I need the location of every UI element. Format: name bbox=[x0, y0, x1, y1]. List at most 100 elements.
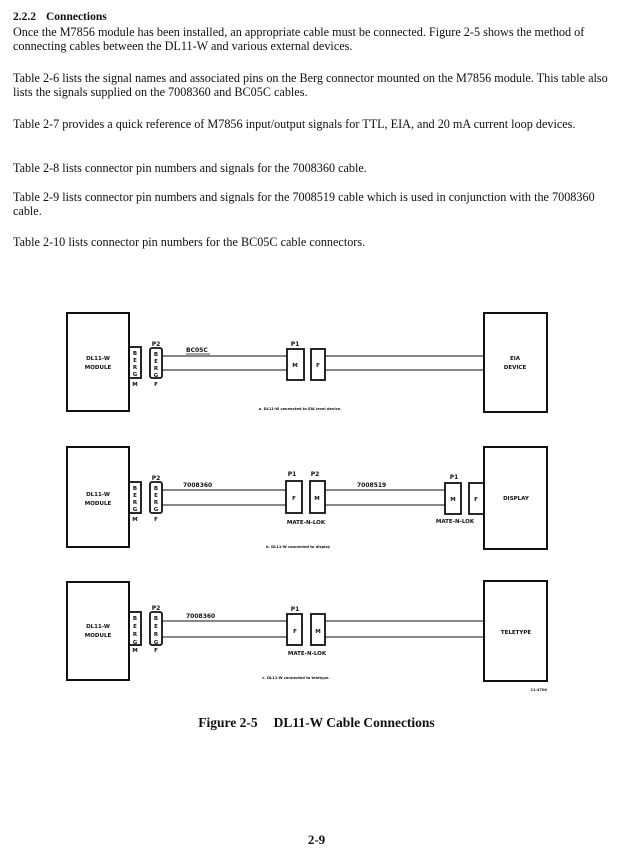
p1-label: P1 bbox=[288, 471, 297, 478]
berg-letter: G bbox=[133, 507, 138, 513]
gender-f-label: F bbox=[292, 496, 296, 502]
berg-letter: B bbox=[154, 352, 158, 358]
berg-letter: G bbox=[133, 640, 138, 646]
gender-f-label: F bbox=[154, 382, 158, 388]
berg-letter: B bbox=[133, 351, 137, 357]
berg-letter: R bbox=[154, 632, 159, 638]
module-label-line1: DL11-W bbox=[86, 624, 110, 630]
berg-letter: G bbox=[133, 372, 138, 378]
berg-letter: G bbox=[154, 507, 159, 513]
mate-n-lok-label: MATE-N-LOK bbox=[288, 651, 327, 657]
cable-label-bc05c: BC05C bbox=[186, 347, 208, 354]
berg-letter: R bbox=[133, 632, 138, 638]
gender-f-label: F bbox=[154, 648, 158, 654]
module-label-line1: DL11-W bbox=[86, 492, 110, 498]
berg-letter: E bbox=[154, 493, 158, 499]
figure-label: Figure 2-5 bbox=[198, 715, 258, 730]
berg-letter: G bbox=[154, 640, 159, 646]
paragraph-table-2-10: Table 2-10 lists connector pin numbers f… bbox=[13, 235, 366, 249]
berg-connector-male bbox=[128, 346, 142, 379]
berg-letter: E bbox=[133, 624, 137, 630]
device-label-line2: DEVICE bbox=[504, 365, 527, 371]
p2-male-connector bbox=[309, 480, 326, 514]
device-label-line1: TELETYPE bbox=[501, 630, 532, 636]
display-device-box bbox=[483, 446, 548, 550]
module-label-line2: MODULE bbox=[85, 365, 112, 371]
paragraph-table-2-6: Table 2-6 lists the signal names and ass… bbox=[13, 71, 608, 99]
drawing-number: 11-4700 bbox=[531, 688, 548, 692]
section-title: Connections bbox=[46, 11, 107, 23]
berg-connector-female bbox=[149, 611, 163, 646]
gender-f-label: F bbox=[293, 629, 297, 635]
berg-letter: E bbox=[133, 493, 137, 499]
diagram-c: DL11-W MODULE B E R G M P2 B E R G F 700… bbox=[66, 580, 548, 692]
p1-male-connector bbox=[444, 482, 462, 515]
berg-letter: B bbox=[154, 486, 158, 492]
device-label-line1: EIA bbox=[510, 356, 521, 362]
p2-label: P2 bbox=[311, 471, 320, 478]
figure-caption: Figure 2-5 DL11-W Cable Connections bbox=[0, 715, 633, 731]
p1-label: P1 bbox=[291, 606, 300, 613]
section-heading: 2.2.2 Connections bbox=[13, 11, 107, 23]
gender-f-label: F bbox=[316, 363, 320, 369]
berg-letter: R bbox=[133, 500, 138, 506]
p1-female-connector bbox=[286, 613, 303, 646]
berg-letter: R bbox=[133, 365, 138, 371]
teletype-device-box bbox=[483, 580, 548, 682]
paragraph-table-2-8: Table 2-8 lists connector pin numbers an… bbox=[13, 161, 367, 175]
berg-connector-male bbox=[128, 611, 142, 646]
diagram-b: DL11-W MODULE B E R G M P2 B E R G F 700… bbox=[66, 446, 548, 550]
section-number: 2.2.2 bbox=[13, 11, 36, 23]
berg-letter: B bbox=[154, 616, 158, 622]
gender-m-label: M bbox=[132, 648, 137, 654]
p2-label: P2 bbox=[152, 341, 161, 348]
figure-title: DL11-W Cable Connections bbox=[273, 715, 435, 730]
berg-letter: E bbox=[154, 359, 158, 365]
p1-female-connector bbox=[285, 480, 303, 514]
berg-letter: R bbox=[154, 366, 159, 372]
berg-letter: G bbox=[154, 373, 159, 379]
paragraph-table-2-7: Table 2-7 provides a quick reference of … bbox=[13, 117, 576, 131]
module-label-line2: MODULE bbox=[85, 501, 112, 507]
cable-label-7008519: 7008519 bbox=[357, 482, 386, 489]
diagram-caption: b. DL11-W connected to display bbox=[266, 545, 331, 549]
cable-label-7008360: 7008360 bbox=[186, 613, 215, 620]
berg-letter: B bbox=[133, 616, 137, 622]
gender-m-label: M bbox=[292, 363, 297, 369]
p1-label: P1 bbox=[450, 474, 459, 481]
berg-letter: B bbox=[133, 486, 137, 492]
mate-n-lok-label: MATE-N-LOK bbox=[287, 520, 326, 526]
gender-f-label: F bbox=[474, 497, 478, 503]
p2-label: P2 bbox=[152, 605, 161, 612]
p2-label: P2 bbox=[152, 475, 161, 482]
berg-letter: E bbox=[154, 624, 158, 630]
paragraph-table-2-9: Table 2-9 lists connector pin numbers an… bbox=[13, 190, 595, 218]
male-connector bbox=[310, 613, 326, 646]
eia-device-box bbox=[483, 312, 548, 413]
gender-m-label: M bbox=[314, 496, 319, 502]
paragraph-intro: Once the M7856 module has been installed… bbox=[13, 25, 585, 53]
p1-label: P1 bbox=[291, 341, 300, 348]
gender-m-label: M bbox=[450, 497, 455, 503]
diagram-a: DL11-W MODULE B E R G M P2 B E R G F BC0… bbox=[66, 312, 548, 413]
dl11w-module-box bbox=[66, 581, 130, 681]
berg-letter: E bbox=[133, 358, 137, 364]
gender-f-label: F bbox=[154, 517, 158, 523]
berg-connector-female bbox=[149, 481, 163, 514]
dl11w-module-box bbox=[66, 312, 130, 412]
gender-m-label: M bbox=[132, 382, 137, 388]
gender-m-label: M bbox=[132, 517, 137, 523]
module-label-line1: DL11-W bbox=[86, 356, 110, 362]
cable-label-7008360: 7008360 bbox=[183, 482, 212, 489]
berg-letter: R bbox=[154, 500, 159, 506]
female-connector bbox=[310, 348, 326, 381]
diagram-caption: a. DL11-W connected to EIA level device. bbox=[259, 407, 342, 411]
diagram-caption: c. DL11-W connected to teletype. bbox=[262, 676, 330, 680]
p1-male-connector bbox=[286, 348, 305, 381]
berg-connector-female bbox=[149, 347, 163, 379]
device-label-line1: DISPLAY bbox=[503, 496, 530, 502]
mate-n-lok-label: MATE-N-LOK bbox=[436, 519, 475, 525]
gender-m-label: M bbox=[315, 629, 320, 635]
module-label-line2: MODULE bbox=[85, 633, 112, 639]
